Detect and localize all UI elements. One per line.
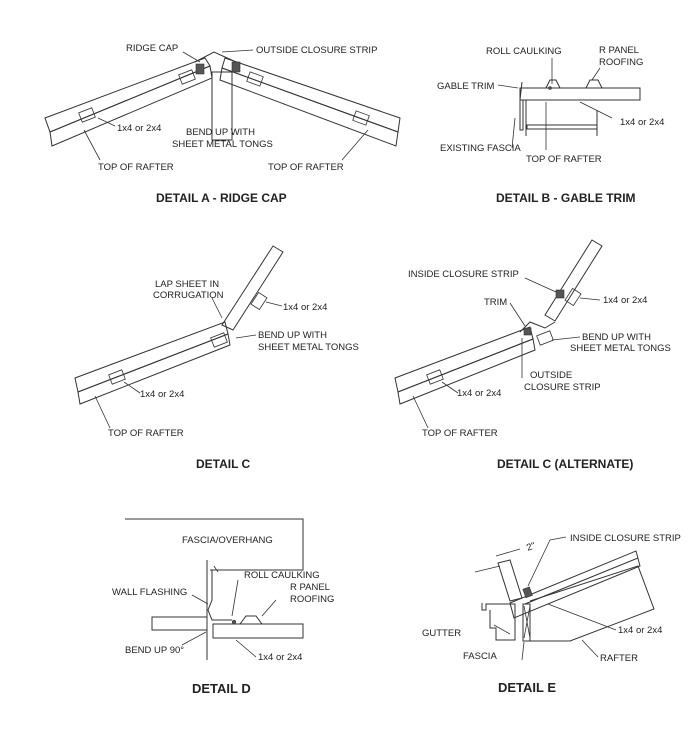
label-top-of-rafter-right: TOP OF RAFTER (268, 162, 344, 173)
detail-d: FASCIA/OVERHANG ROLL CAULKING WALL FLASH… (112, 518, 334, 696)
label-bend-up-1: BEND UP WITH (258, 330, 327, 341)
label-r-panel-2: ROOFING (599, 57, 643, 68)
label-lumber-top: 1x4 or 2x4 (603, 295, 647, 306)
label-fascia-overhang: FASCIA/OVERHANG (182, 535, 273, 546)
label-roll-caulking: ROLL CAULKING (486, 46, 562, 57)
label-bend-up-2: SHEET METAL TONGS (570, 343, 671, 354)
label-wall-flashing: WALL FLASHING (112, 587, 187, 598)
detail-a-ridge-cap: RIDGE CAP OUTSIDE CLOSURE STRIP 1x4 or 2… (44, 43, 401, 205)
detail-c-alt-title: DETAIL C (ALTERNATE) (497, 457, 633, 471)
detail-c-drawing (74, 245, 284, 429)
detail-c: LAP SHEET IN CORRUGATION 1x4 or 2x4 BEND… (74, 245, 359, 471)
label-top-of-rafter-left: TOP OF RAFTER (98, 162, 174, 173)
detail-c-alt-drawing (394, 239, 603, 429)
detail-b-gable-trim: ROLL CAULKING R PANEL ROOFING GABLE TRIM… (437, 45, 664, 205)
detail-e-drawing (474, 536, 655, 661)
label-lap-sheet-1: LAP SHEET IN (155, 279, 219, 290)
label-outside-closure-strip: OUTSIDE CLOSURE STRIP (256, 45, 377, 56)
label-lumber: 1x4 or 2x4 (258, 652, 302, 663)
label-gutter: GUTTER (422, 628, 461, 639)
detail-a-title: DETAIL A - RIDGE CAP (156, 191, 287, 205)
label-outside-2: CLOSURE STRIP (524, 382, 601, 393)
detail-a-drawing (44, 49, 401, 161)
label-bend-up-2: SHEET METAL TONGS (172, 139, 273, 150)
label-outside-1: OUTSIDE (530, 370, 572, 381)
label-rafter: RAFTER (600, 653, 638, 664)
detail-e-title: DETAIL E (498, 680, 556, 695)
detail-c-alternate: INSIDE CLOSURE STRIP 1x4 or 2x4 TRIM BEN… (394, 239, 671, 471)
label-bend-up-90: BEND UP 90° (125, 645, 184, 656)
label-top-of-rafter: TOP OF RAFTER (526, 154, 602, 165)
label-roll-caulking: ROLL CAULKING (244, 570, 320, 581)
label-r-panel-1: R PANEL (599, 45, 639, 56)
detail-b-drawing (497, 58, 641, 150)
detail-e: 2" INSIDE CLOSURE STRIP GUTTER 1x4 or 2x… (422, 533, 681, 695)
label-inside-closure-strip: INSIDE CLOSURE STRIP (570, 533, 681, 544)
label-r-panel-2: ROOFING (290, 594, 334, 605)
label-lumber: 1x4 or 2x4 (117, 123, 161, 134)
label-lumber: 1x4 or 2x4 (620, 117, 664, 128)
label-existing-fascia: EXISTING FASCIA (440, 143, 521, 154)
label-lumber-bottom: 1x4 or 2x4 (457, 388, 501, 399)
label-r-panel-1: R PANEL (290, 582, 330, 593)
label-lumber-bottom: 1x4 or 2x4 (140, 389, 184, 400)
label-lap-sheet-2: CORRUGATION (153, 290, 224, 301)
detail-d-drawing (125, 518, 304, 660)
label-ridge-cap: RIDGE CAP (126, 43, 178, 54)
label-lumber-top: 1x4 or 2x4 (283, 302, 327, 313)
label-fascia: FASCIA (463, 651, 497, 662)
label-top-of-rafter: TOP OF RAFTER (108, 428, 184, 439)
label-bend-up-1: BEND UP WITH (582, 332, 651, 343)
label-top-of-rafter: TOP OF RAFTER (422, 428, 498, 439)
detail-c-title: DETAIL C (196, 457, 251, 471)
label-trim: TRIM (484, 297, 507, 308)
detail-b-title: DETAIL B - GABLE TRIM (496, 191, 636, 205)
label-gable-trim: GABLE TRIM (437, 81, 494, 92)
label-bend-up-1: BEND UP WITH (186, 127, 255, 138)
label-inside-closure-strip: INSIDE CLOSURE STRIP (408, 269, 519, 280)
detail-d-title: DETAIL D (192, 681, 251, 696)
label-bend-up-2: SHEET METAL TONGS (258, 342, 359, 353)
label-dimension-2in: 2" (525, 540, 537, 553)
label-lumber: 1x4 or 2x4 (618, 625, 662, 636)
